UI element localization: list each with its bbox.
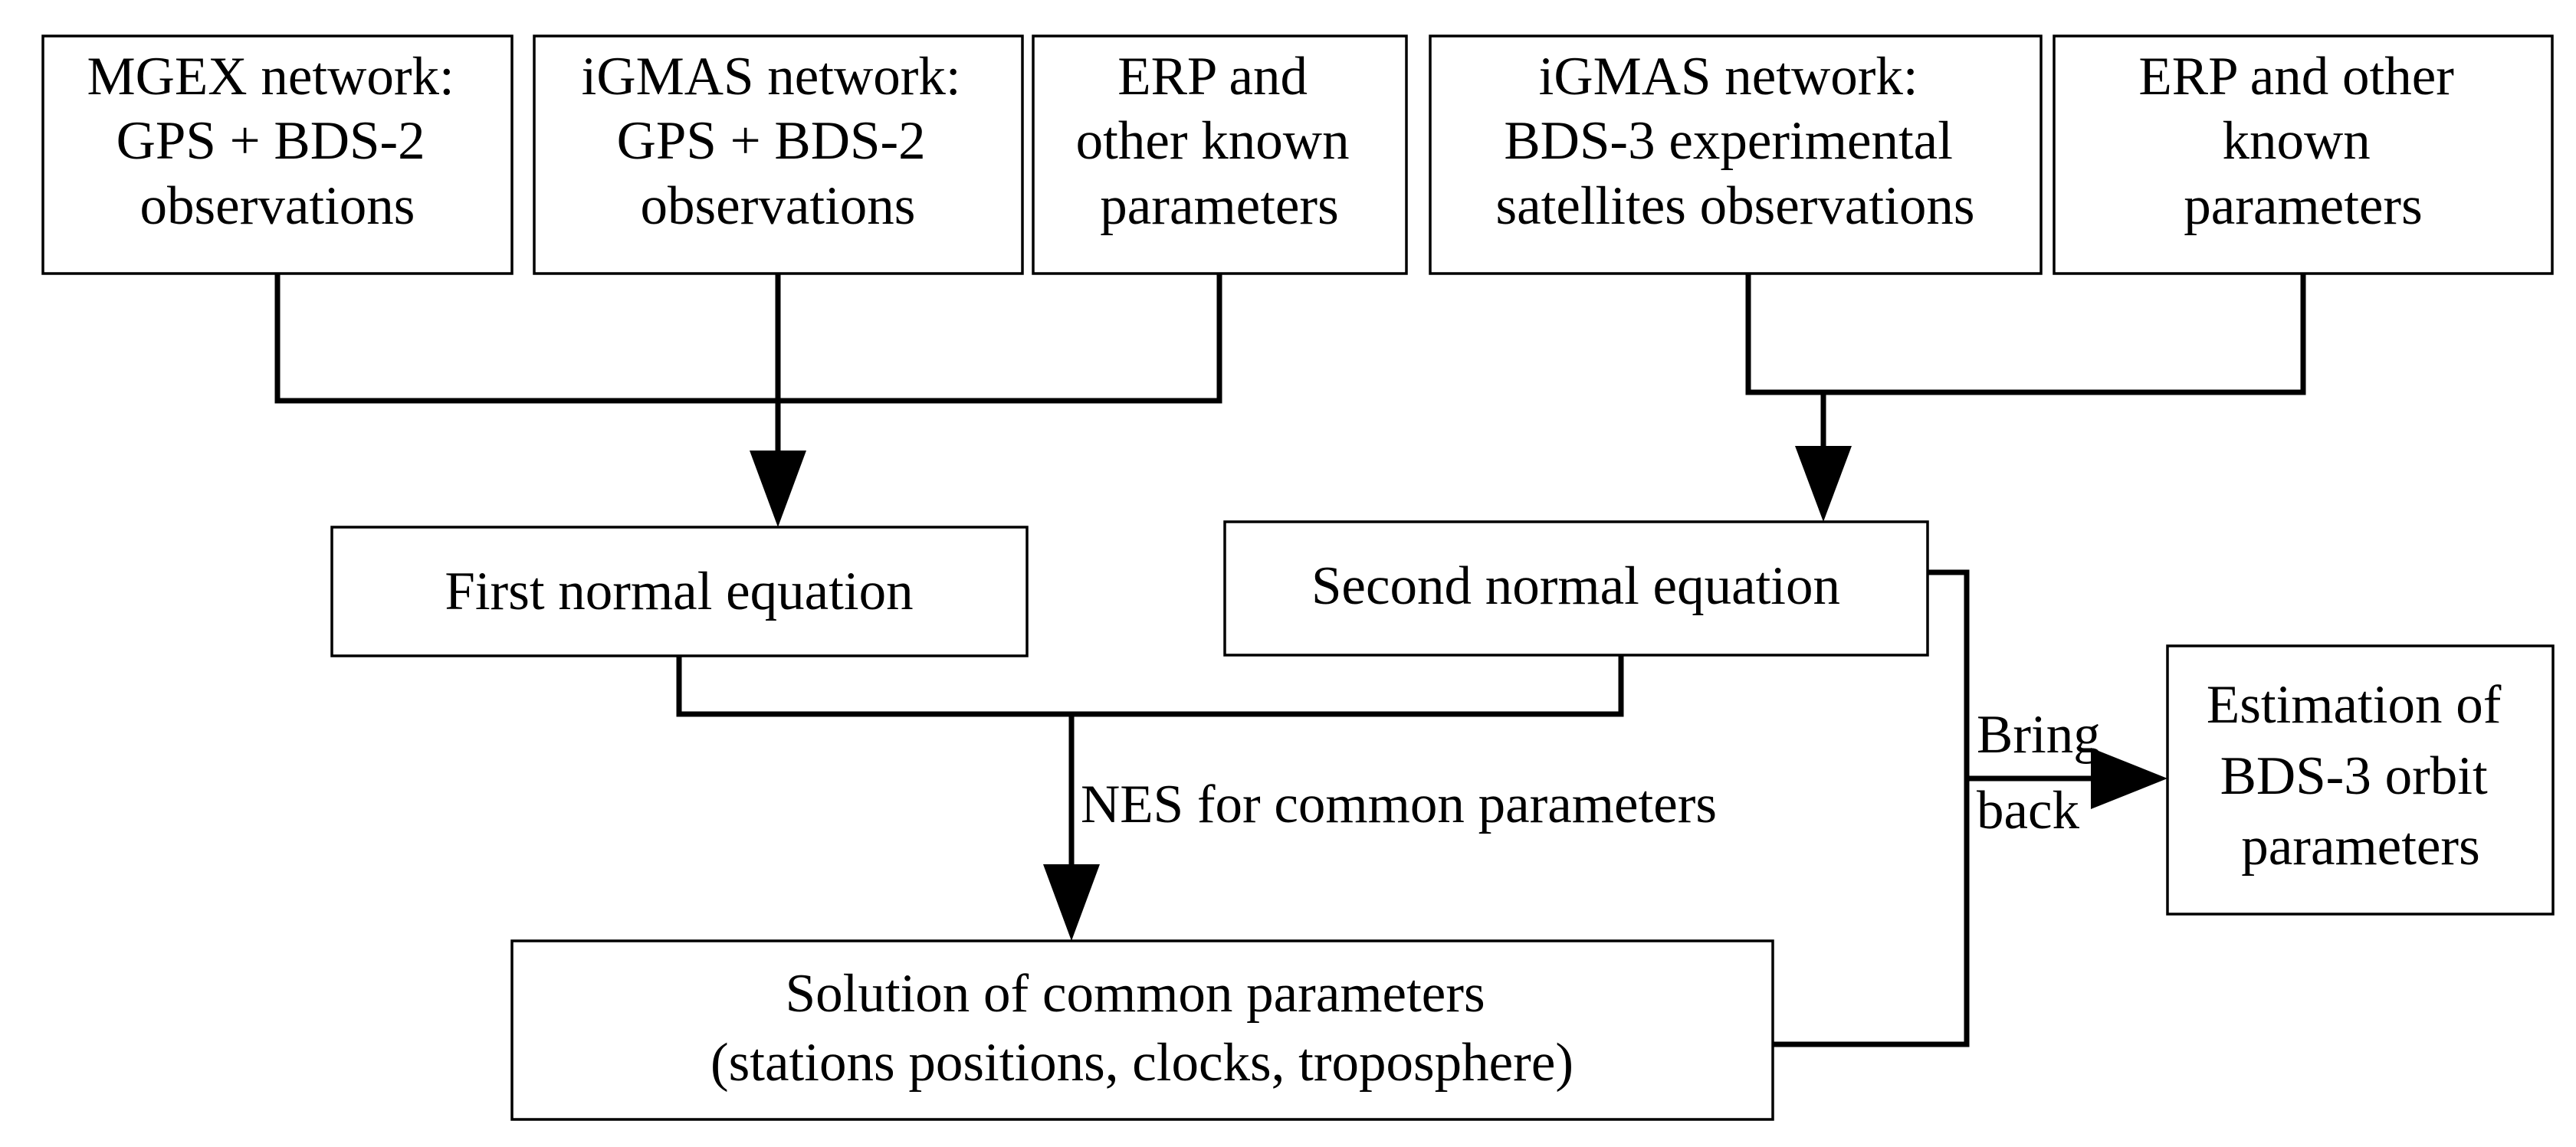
box-text-line: BDS-3 experimental (1504, 111, 1953, 171)
first-normal-equation-box: First normal equation (330, 526, 1029, 657)
estimation-bds3-orbit-box: Estimation of BDS-3 orbit parameters (2166, 644, 2555, 916)
merge-connector-normals (676, 655, 1624, 717)
merge-connector-left (274, 274, 1222, 404)
bring-back-line: back (1977, 781, 2080, 841)
box-text-line: (stations positions, clocks, troposphere… (710, 1033, 1573, 1093)
svg-text:MGEX network: GPS + BDS-: MGEX network: GPS + BDS-2 observations (87, 47, 468, 236)
solution-common-parameters-box: Solution of common parameters (stations … (510, 939, 1774, 1121)
erp-known-parameters-box-2: ERP and other known parameters (2053, 34, 2554, 275)
box-text-line: GPS + BDS-2 (116, 111, 425, 171)
igmas-bds3-box: iGMAS network: BDS-3 experimental satell… (1429, 34, 2043, 275)
nes-edge-label: NES for common parameters (1081, 775, 1717, 834)
svg-text:ERP and other known: ERP and other known parameters (1076, 47, 1363, 236)
igmas-gps-bds2-box: iGMAS network: GPS + BDS-2 observations (533, 34, 1024, 275)
box-text-line: other known (1076, 111, 1350, 171)
box-text-line: BDS-3 orbit (2220, 746, 2488, 806)
svg-text:Estimation of BDS-3 orb: Estimation of BDS-3 orbit parameters (2207, 675, 2515, 877)
box-text-line: parameters (2241, 817, 2479, 877)
arrowhead-to-first-normal (750, 451, 806, 527)
svg-text:iGMAS network: GPS + BDS: iGMAS network: GPS + BDS-2 observations (582, 47, 975, 236)
mgex-network-box: MGEX network: GPS + BDS-2 observations (41, 34, 514, 275)
bring-back-edge-label: Bring back (1977, 705, 2114, 841)
box-text-line: parameters (2184, 176, 2422, 236)
box-text-line: ERP and (1117, 47, 1308, 107)
box-text-line: parameters (1100, 176, 1338, 236)
bring-back-line: Bring (1977, 705, 2101, 765)
erp-known-parameters-box-1: ERP and other known parameters (1032, 34, 1408, 275)
box-text-line: MGEX network: (87, 47, 454, 107)
arrowhead-to-solution (1043, 864, 1100, 941)
box-text-line: satellites observations (1495, 176, 1974, 236)
box-text-line: observations (140, 176, 415, 236)
svg-text:Solution of common parameters: Solution of common parameters (stations … (710, 964, 1573, 1093)
svg-text:ERP and other known: ERP and other known parameters (2138, 47, 2467, 236)
box-text-line: ERP and other (2138, 47, 2454, 107)
box-text-line: Solution of common parameters (786, 964, 1485, 1024)
box-text-line: Second normal equation (1311, 556, 1840, 616)
box-text-line: GPS + BDS-2 (617, 111, 926, 171)
box-text-line: iGMAS network: (582, 47, 961, 107)
box-text-line: iGMAS network: (1539, 47, 1918, 107)
svg-text:iGMAS network: BDS-3 exp: iGMAS network: BDS-3 experimental satell… (1495, 47, 1974, 236)
box-text-line: observations (641, 176, 916, 236)
arrowhead-to-second-normal (1795, 446, 1852, 522)
box-text-line: Estimation of (2207, 675, 2502, 735)
box-text-line: First normal equation (445, 562, 913, 621)
box-text-line: known (2222, 111, 2370, 171)
second-normal-equation-box: Second normal equation (1223, 520, 1929, 657)
merge-connector-right (1745, 274, 2306, 395)
bring-back-connector (1773, 569, 1970, 1047)
arrowhead-to-estimation (2091, 748, 2167, 809)
